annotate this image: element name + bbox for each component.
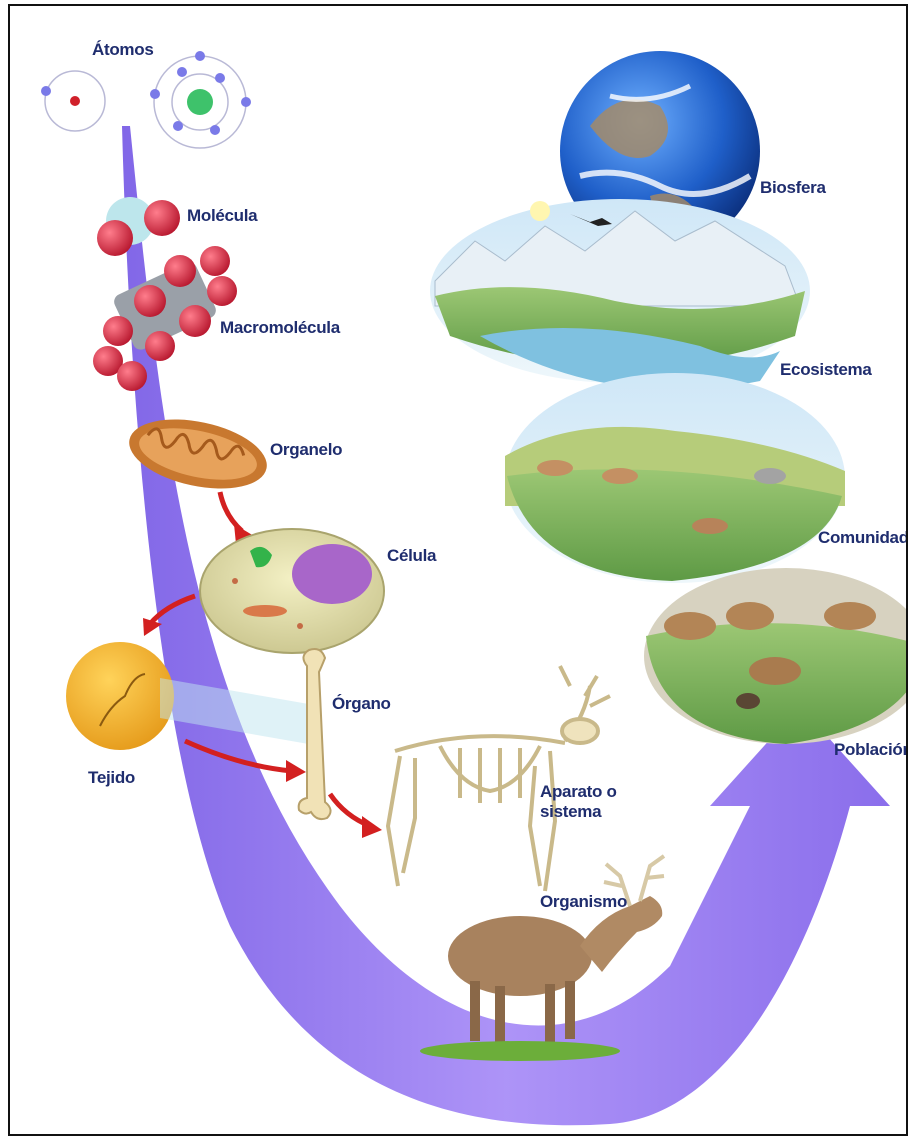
label-tejido: Tejido [88, 768, 135, 788]
label-biosfera: Biosfera [760, 178, 826, 198]
levels-of-organization-illustration [10, 6, 908, 1136]
label-ecosistema: Ecosistema [780, 360, 872, 380]
atom-complex-icon [150, 51, 251, 148]
cell-icon [200, 529, 384, 653]
label-molecula: Molécula [187, 206, 257, 226]
atom-hydrogen-icon [41, 71, 105, 131]
macromolecule-icon [93, 246, 237, 391]
label-celula: Célula [387, 546, 436, 566]
population-scene [644, 568, 908, 744]
label-atomos: Átomos [92, 40, 153, 60]
label-organo: Órgano [332, 694, 391, 714]
label-aparato-sistema: Aparato o sistema [540, 782, 620, 822]
ecosystem-scene [430, 199, 810, 390]
community-scene [505, 373, 845, 583]
skeleton-system-icon [388, 666, 610, 891]
label-comunidad: Comunidad [818, 528, 908, 548]
label-organismo: Organismo [540, 892, 627, 912]
label-poblacion: Población [834, 740, 908, 760]
diagram-frame: Átomos Molécula Macromolécula Organelo C… [8, 4, 908, 1136]
label-macromolecula: Macromolécula [220, 318, 340, 338]
label-organelo: Organelo [270, 440, 342, 460]
